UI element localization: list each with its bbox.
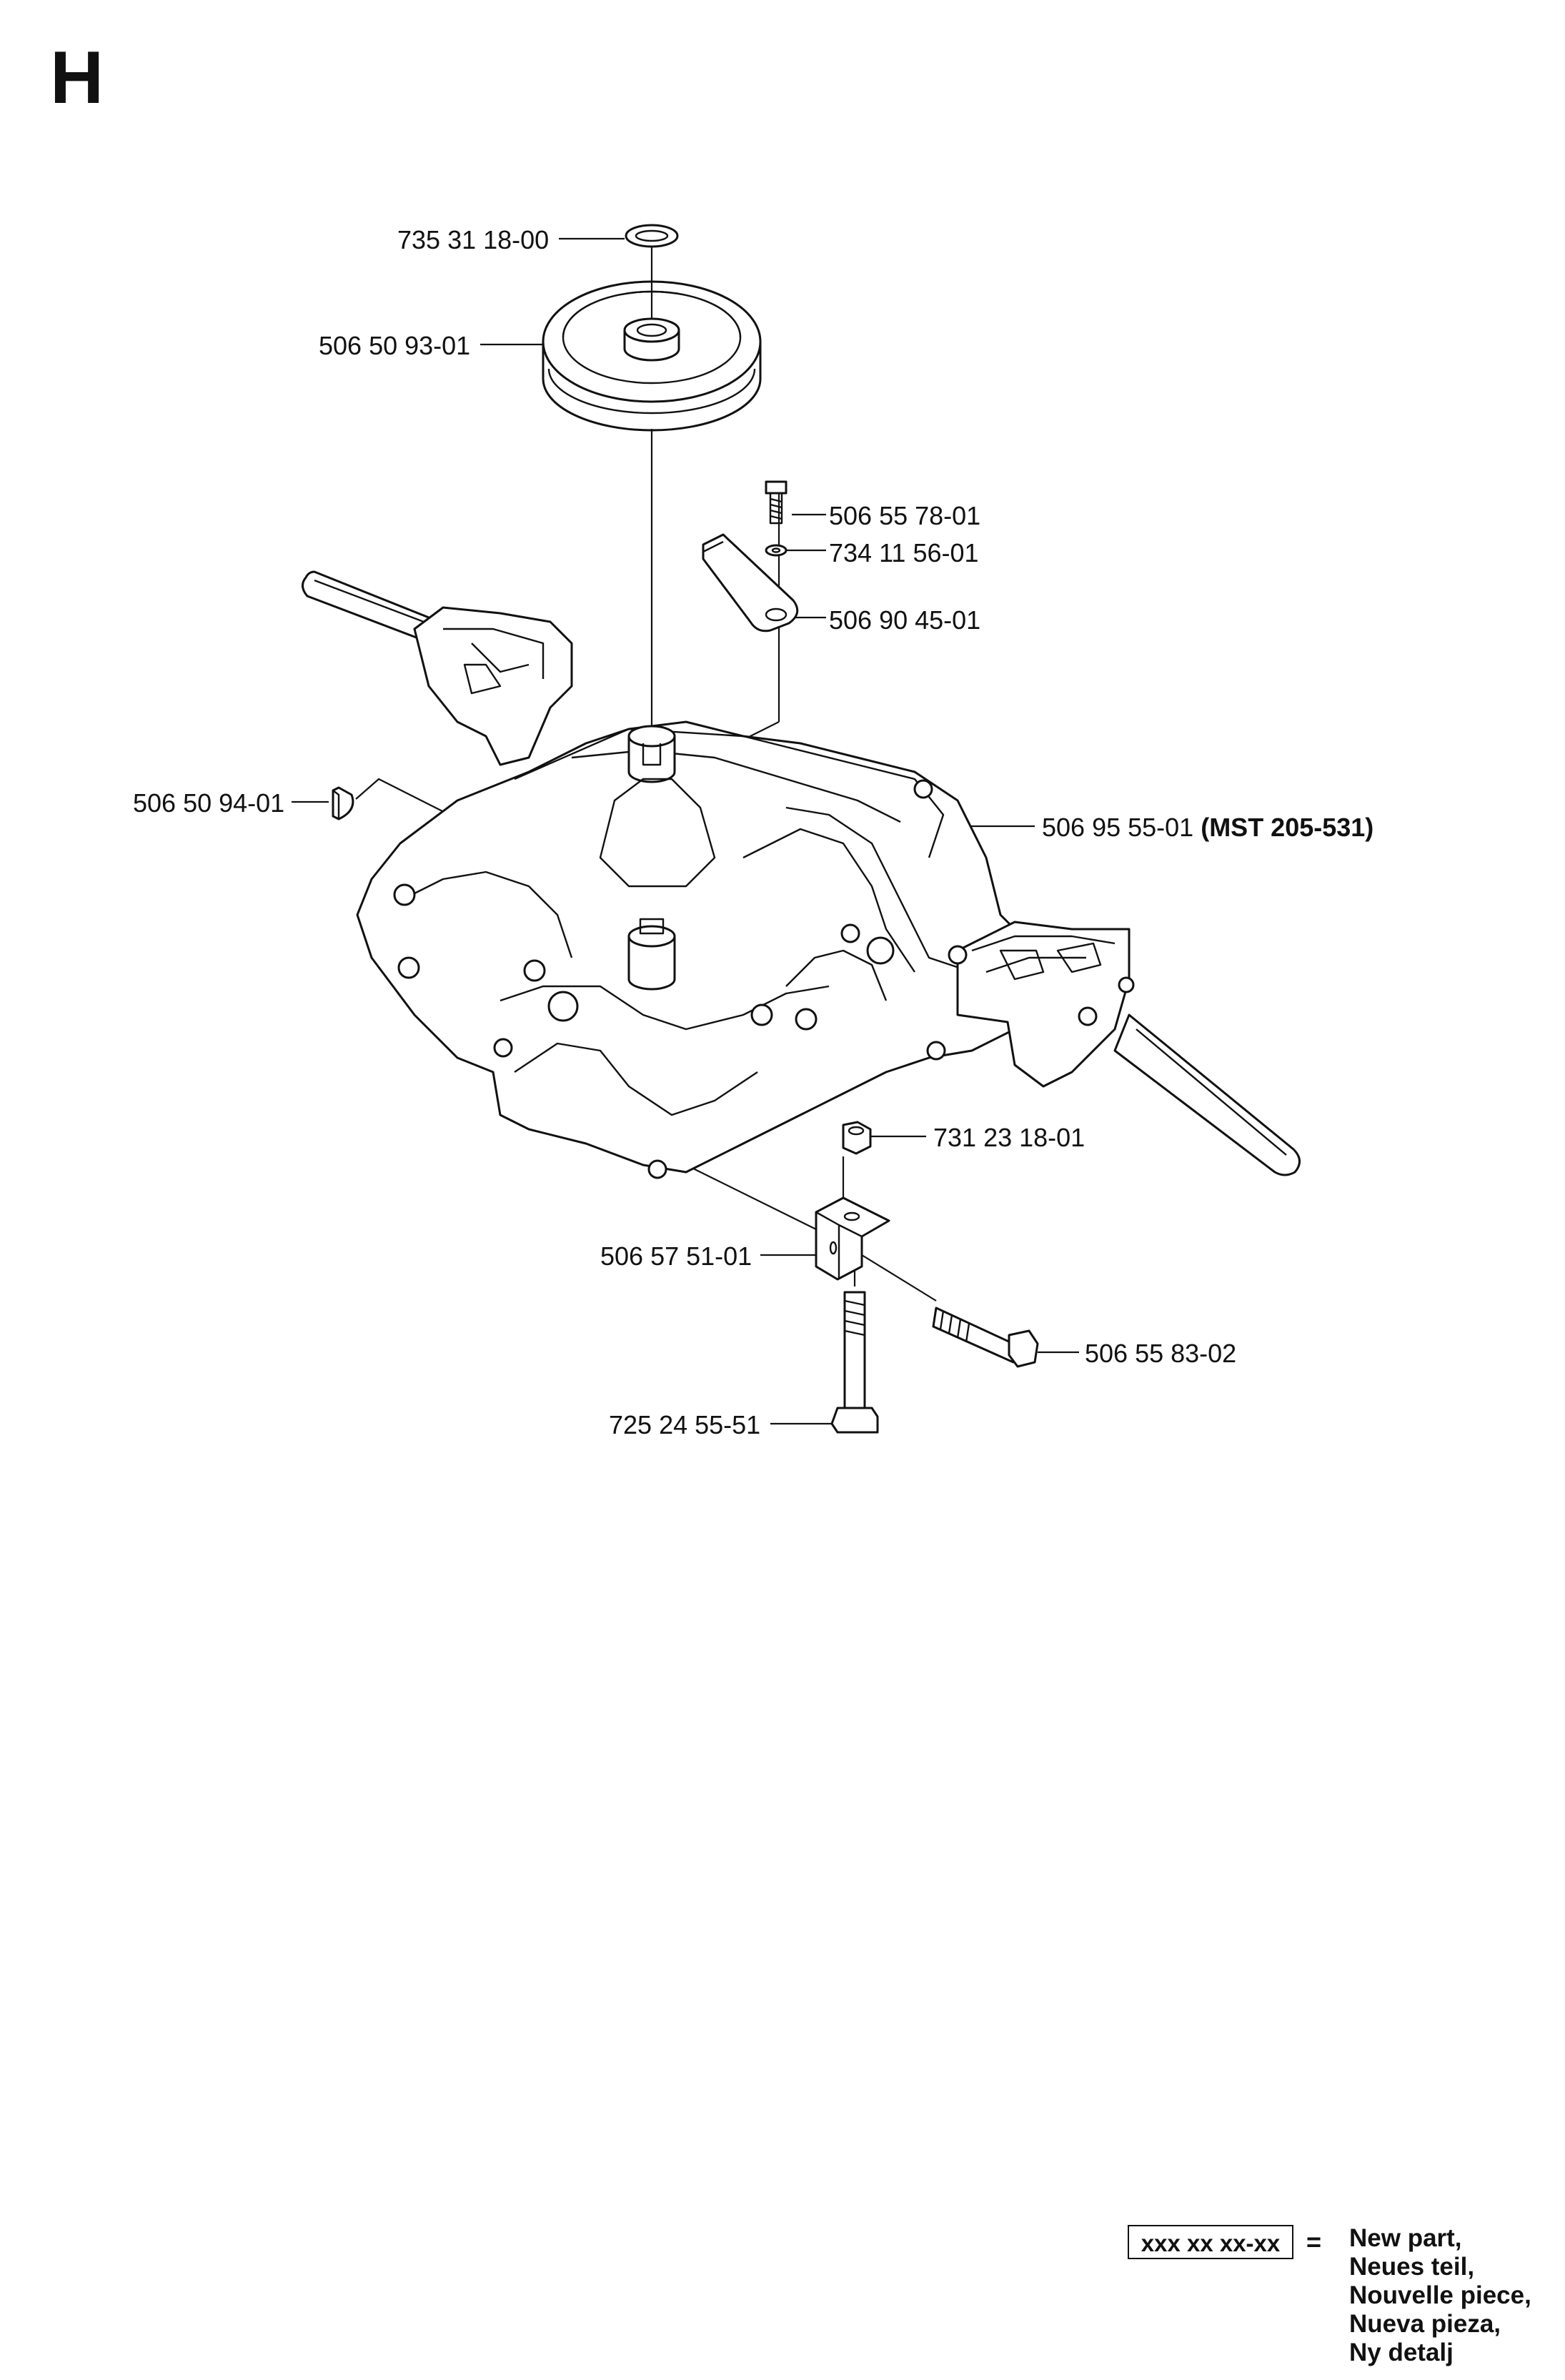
long-bolt-drawing: [932, 1306, 1039, 1368]
transaxle-model-note: (MST 205-531): [1201, 813, 1374, 842]
part-number-nut: 731 23 18-01: [933, 1123, 1085, 1152]
legend-line: Nueva pieza,: [1349, 2310, 1501, 2338]
legend-line: Ny detalj: [1349, 2339, 1454, 2366]
key-drawing: [332, 786, 354, 820]
washer-drawing: [765, 544, 788, 557]
part-number-bolt-small: 506 55 78-01: [829, 501, 981, 530]
part-number-angle-bracket: 506 57 51-01: [600, 1241, 752, 1271]
part-number-transaxle: 506 95 55-01: [1042, 813, 1194, 842]
legend-text: New part, Neues teil, Nouvelle piece, Nu…: [1349, 2224, 1531, 2367]
angle-bracket-drawing: [815, 1196, 890, 1281]
part-number-pulley: 506 50 93-01: [319, 331, 471, 360]
part-number-bolt-long: 506 55 83-02: [1085, 1339, 1237, 1368]
vertical-bolt-drawing: [830, 1291, 879, 1434]
legend-sample-box: xxx xx xx-xx: [1128, 2225, 1293, 2259]
small-bolt-drawing: [765, 480, 788, 525]
nut-drawing: [842, 1121, 872, 1155]
legend-line: Nouvelle piece,: [1349, 2281, 1531, 2309]
legend-line: New part,: [1349, 2224, 1462, 2252]
part-number-key: 506 50 94-01: [133, 788, 285, 818]
part-number-bolt-vertical: 725 24 55-51: [609, 1410, 761, 1439]
transaxle-drawing: [302, 570, 1301, 1179]
part-number-transaxle-line: 506 95 55-01 (MST 205-531): [1042, 815, 1373, 841]
pulley-drawing: [542, 280, 762, 432]
part-number-bracket-arm: 506 90 45-01: [829, 605, 981, 635]
circlip-drawing: [625, 224, 679, 248]
legend-line: Neues teil,: [1349, 2253, 1475, 2281]
part-number-circlip: 735 31 18-00: [397, 225, 550, 254]
legend-equals: =: [1306, 2227, 1322, 2256]
part-number-washer: 734 11 56-01: [829, 538, 979, 567]
bracket-arm-drawing: [702, 533, 799, 633]
section-letter: H: [50, 36, 104, 119]
